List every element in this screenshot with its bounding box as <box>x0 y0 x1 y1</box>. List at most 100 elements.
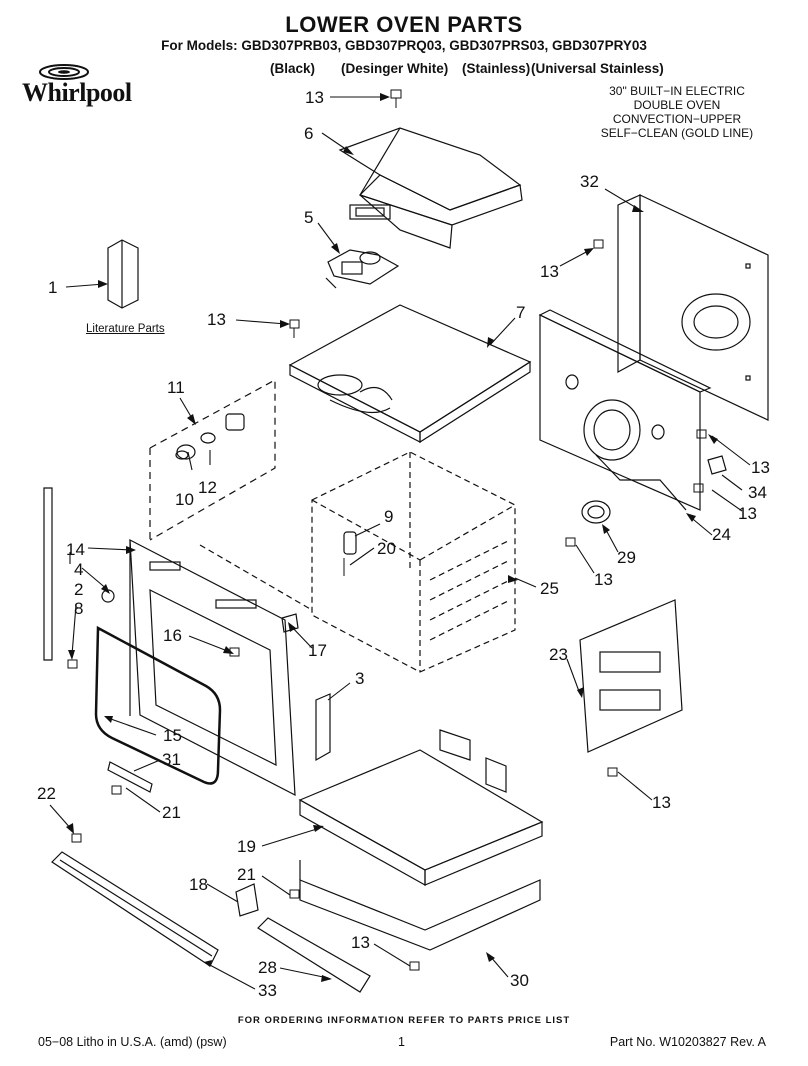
callout-20: 20 <box>377 539 396 558</box>
callout-13: 13 <box>652 793 671 812</box>
models-line: For Models: GBD307PRB03, GBD307PRQ03, GB… <box>161 38 647 53</box>
callout-21: 21 <box>237 865 256 884</box>
literature-booklet-part-1 <box>107 239 139 309</box>
bottom-panel-part-19 <box>298 749 544 887</box>
leader-lines <box>49 96 751 990</box>
screw-part-13 <box>565 429 707 547</box>
callout-13: 13 <box>351 933 370 952</box>
callout-1: 1 <box>48 278 57 297</box>
base-tray-part-30 <box>299 729 541 951</box>
screw-part-21 <box>111 785 122 795</box>
callout-23: 23 <box>549 645 568 664</box>
callout-15: 15 <box>163 726 182 745</box>
callout-4: 4 <box>74 560 83 579</box>
assembly-dashed-line <box>199 544 313 611</box>
knob-part-12 <box>200 413 245 444</box>
callout-numbers: 13 6 5 1 13 7 11 10 12 32 13 13 34 13 24… <box>37 88 770 1000</box>
variant-black: (Black) <box>270 61 316 76</box>
callout-31: 31 <box>162 750 181 769</box>
screw-part-13 <box>390 89 402 108</box>
callout-19: 19 <box>237 837 256 856</box>
callout-13: 13 <box>305 88 324 107</box>
callout-34: 34 <box>748 483 767 502</box>
rear-cover-part-32 <box>617 194 769 421</box>
callout-13: 13 <box>594 570 613 589</box>
front-frame-part-14 <box>129 538 296 797</box>
callout-17: 17 <box>308 641 327 660</box>
bracket-part-31 <box>107 761 153 793</box>
variant-universal-stainless: (Universal Stainless) <box>531 61 664 76</box>
callout-13: 13 <box>751 458 770 477</box>
callout-13: 13 <box>738 504 757 523</box>
bracket-part-3 <box>315 693 331 762</box>
callout-6: 6 <box>304 124 313 143</box>
literature-parts-label: Literature Parts <box>86 323 165 335</box>
callout-33: 33 <box>258 981 277 1000</box>
ordering-note: FOR ORDERING INFORMATION REFER TO PARTS … <box>237 1015 571 1026</box>
leader-arrowheads <box>66 93 718 982</box>
page-number: 1 <box>398 1035 405 1049</box>
callout-11: 11 <box>167 378 185 397</box>
callout-3: 3 <box>355 669 364 688</box>
callout-13: 13 <box>207 310 226 329</box>
screw-part-8 <box>67 659 78 669</box>
callout-29: 29 <box>617 548 636 567</box>
callout-5: 5 <box>304 208 313 227</box>
callout-30: 30 <box>510 971 529 990</box>
description-line: CONVECTION−UPPER <box>612 112 742 126</box>
thermostat-part-5 <box>325 249 400 289</box>
screw-part-13 <box>289 319 300 338</box>
variant-designer-white: (Desinger White) <box>341 61 449 76</box>
product-description: 30" BUILT−IN ELECTRIC DOUBLE OVEN CONVEC… <box>592 84 762 140</box>
callout-13: 13 <box>540 262 559 281</box>
callout-25: 25 <box>540 579 559 598</box>
callout-24: 24 <box>712 525 731 544</box>
screw-part-16 <box>229 647 240 657</box>
knob-part-10 <box>175 444 196 460</box>
bracket-part-18 <box>235 883 259 917</box>
brand-logo: Whirlpool <box>22 78 132 107</box>
screw-part-22 <box>71 833 82 843</box>
clip-part-17 <box>281 613 299 633</box>
description-line: 30" BUILT−IN ELECTRIC <box>609 84 745 98</box>
callout-7: 7 <box>516 303 525 322</box>
bracket-part-34 <box>707 455 727 475</box>
element-part-29 <box>581 500 611 524</box>
washer-part-4 <box>101 589 115 603</box>
upper-panel-part-7 <box>288 304 532 444</box>
callout-22: 22 <box>37 784 56 803</box>
oven-cavity-part-25 <box>311 451 516 673</box>
knob-group-part-11 <box>149 378 276 541</box>
callout-14: 14 <box>66 540 85 559</box>
fan-panel-part-24 <box>538 309 712 511</box>
toe-kick-part-33 <box>51 851 219 967</box>
page-title: LOWER OVEN PARTS <box>285 12 523 37</box>
callout-32: 32 <box>580 172 599 191</box>
callout-10: 10 <box>175 490 194 509</box>
side-panel-part-23 <box>579 599 683 753</box>
top-shield-part-6 <box>338 127 523 249</box>
description-line: SELF−CLEAN (GOLD LINE) <box>600 126 754 140</box>
screw-part-13 <box>593 239 604 249</box>
door-gasket-part-15 <box>94 625 222 785</box>
whirlpool-logo-swirl <box>39 64 89 80</box>
screw-part-21 <box>289 889 300 899</box>
callout-18: 18 <box>189 875 208 894</box>
screw-part-13 <box>409 961 420 971</box>
callout-12: 12 <box>198 478 217 497</box>
description-line: DOUBLE OVEN <box>633 98 721 112</box>
vent-trim-part-28 <box>257 917 371 993</box>
callout-28: 28 <box>258 958 277 977</box>
screw-part-13 <box>607 767 618 777</box>
litho-note: 05−08 Litho in U.S.A. (amd) (psw) <box>38 1035 227 1049</box>
part-number: Part No. W10203827 Rev. A <box>609 1035 766 1049</box>
callout-2: 2 <box>74 580 83 599</box>
seal-strip-part-2 <box>43 487 53 661</box>
variant-stainless: (Stainless) <box>462 61 531 76</box>
callout-21: 21 <box>162 803 181 822</box>
callout-16: 16 <box>163 626 182 645</box>
sensor-part-9 <box>343 531 357 555</box>
callout-8: 8 <box>74 599 83 618</box>
callout-9: 9 <box>384 507 393 526</box>
